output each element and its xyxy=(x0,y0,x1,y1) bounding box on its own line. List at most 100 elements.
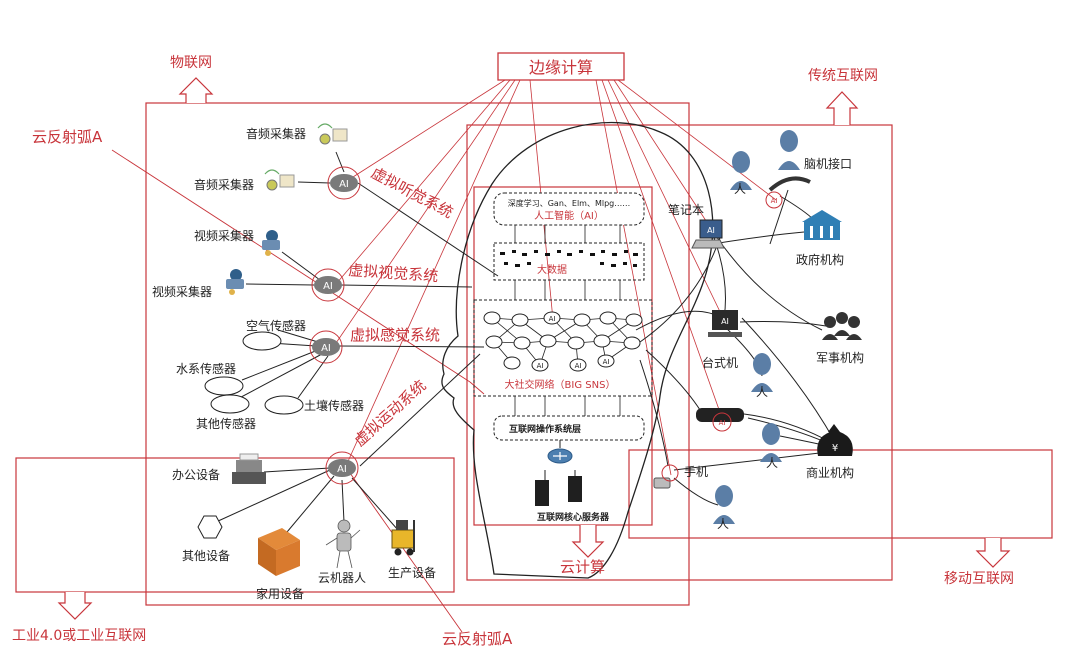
svg-text:AI: AI xyxy=(707,226,715,235)
person-icon xyxy=(778,130,800,170)
hub-ring xyxy=(309,330,343,364)
air-sensor-label: 空气传感器 xyxy=(246,318,306,333)
virtual-hearing-label: 虚拟听觉系统 xyxy=(368,164,456,222)
sns-to-os-links xyxy=(514,396,621,416)
virtual-vision-label: 虚拟视觉系统 xyxy=(348,261,439,285)
camera-icon xyxy=(262,230,280,256)
ai-node xyxy=(314,276,342,294)
cloud-arc-a-bottom-label: 云反射弧A xyxy=(442,630,513,648)
hollow-arrows xyxy=(57,77,1011,620)
government-building-icon xyxy=(802,210,842,240)
svg-text:AI: AI xyxy=(771,197,778,205)
svg-text:AI: AI xyxy=(575,362,582,370)
person-label: 人 xyxy=(756,385,768,399)
big-data-module: 大数据 xyxy=(493,242,645,281)
ai-to-bigdata-links xyxy=(514,225,621,243)
hub-ring xyxy=(325,451,359,485)
right-labels: 人 脑机接口 笔记本 政府机构 台式机 军事机构 人 人 商业机构 手机 人 xyxy=(668,156,864,531)
phone-icon xyxy=(653,464,679,489)
region-labels: 物联网 传统互联网 云反射弧A 云计算 移动互联网 工业4.0或工业互联网 云反… xyxy=(12,55,1014,648)
camera-icon xyxy=(226,269,244,295)
os-layer-module: 互联网操作系统层 xyxy=(493,415,645,441)
desktop-label: 台式机 xyxy=(702,355,738,370)
svg-text:AI: AI xyxy=(721,317,729,326)
big-sns-label: 大社交网络（BIG SNS） xyxy=(505,378,616,391)
svg-text:AI: AI xyxy=(719,419,726,427)
robot-icon xyxy=(325,519,361,569)
frames xyxy=(15,102,1053,606)
video-collector-1-label: 视频采集器 xyxy=(194,228,254,243)
ai-node-label: AI xyxy=(323,281,333,292)
audio-collector-2-label: 音频采集器 xyxy=(194,177,254,192)
core-server-label: 互联网核心服务器 xyxy=(537,511,610,523)
server-icon xyxy=(535,480,549,506)
person-label: 人 xyxy=(734,182,746,196)
money-bag-icon: ¥ xyxy=(817,424,853,456)
industry-frame xyxy=(15,457,455,593)
business-label: 商业机构 xyxy=(806,465,854,480)
mobile-down-arrow xyxy=(975,538,1011,568)
hub-ring xyxy=(311,268,345,302)
phone-label: 手机 xyxy=(684,465,708,479)
ai-title-text: 人工智能（AI） xyxy=(534,209,604,222)
ai-node-label: AI xyxy=(337,464,347,475)
person-label: 人 xyxy=(766,456,778,470)
water-sensor-label: 水系传感器 xyxy=(176,361,236,376)
other-device-label: 其他设备 xyxy=(182,549,230,563)
bci-label: 脑机接口 xyxy=(804,156,852,171)
iot-frame xyxy=(145,102,690,606)
sns-nodes xyxy=(483,311,643,372)
data-dots xyxy=(500,250,638,267)
ai-node-label: AI xyxy=(321,343,331,354)
hub-lines-left xyxy=(215,151,499,539)
bigdata-to-sns-links xyxy=(514,280,621,300)
laptop-label: 笔记本 xyxy=(668,202,704,217)
cloud-robot-label: 云机器人 xyxy=(318,571,366,585)
traditional-up-arrow xyxy=(825,91,859,125)
reflex-arc-lines xyxy=(111,149,485,633)
desktop-computer-icon: AI xyxy=(708,310,742,337)
laptop-icon: AI xyxy=(691,219,725,249)
cloud-arc-a-left-label: 云反射弧A xyxy=(32,128,103,146)
production-device-label: 生产设备 xyxy=(388,566,436,580)
sensor-icons xyxy=(204,123,348,415)
video-collector-2-label: 视频采集器 xyxy=(152,284,212,299)
svg-text:¥: ¥ xyxy=(832,443,838,454)
big-data-label: 大数据 xyxy=(537,263,567,276)
ai-node-label: AI xyxy=(339,179,349,190)
traditional-internet-frame xyxy=(466,124,893,581)
ai-methods-text: 深度学习、Gan、Elm、Mlpg…… xyxy=(508,198,631,208)
mobile-internet-frame xyxy=(628,449,1053,539)
edge-computing-label: 边缘计算 xyxy=(529,58,593,77)
ai-hubs-left: AI AI AI AI xyxy=(309,166,361,485)
box-icon xyxy=(258,528,300,576)
printer-icon xyxy=(232,453,266,484)
hub-ring xyxy=(327,166,361,200)
server-icon xyxy=(568,476,582,502)
core-server-group: 互联网核心服务器 xyxy=(535,440,610,523)
water-sensor-node xyxy=(204,376,244,396)
other-sensor-label: 其他传感器 xyxy=(196,416,256,431)
svg-text:AI: AI xyxy=(603,358,610,366)
air-sensor-node xyxy=(242,331,282,351)
svg-text:AI: AI xyxy=(537,362,544,370)
iot-up-arrow xyxy=(178,77,214,103)
ai-node xyxy=(312,338,340,356)
industry-label: 工业4.0或工业互联网 xyxy=(12,628,146,644)
ai-node xyxy=(328,459,356,477)
device-icons xyxy=(197,453,415,576)
sns-ai-tags: AI AI AI AI xyxy=(537,315,610,370)
office-device-label: 办公设备 xyxy=(172,467,220,482)
audio-collector-1-label: 音频采集器 xyxy=(246,126,306,141)
industry-down-arrow xyxy=(57,592,93,620)
edge-computing-box xyxy=(497,52,625,81)
home-device-label: 家用设备 xyxy=(256,586,304,601)
government-label: 政府机构 xyxy=(796,252,844,267)
person-label: 人 xyxy=(717,517,729,531)
military-group-icon xyxy=(822,312,862,340)
cloud-computing-label: 云计算 xyxy=(560,558,605,576)
forklift-icon xyxy=(391,520,415,556)
virtual-sensing-label: 虚拟感觉系统 xyxy=(350,326,440,344)
right-icons: AI AI AI AI xyxy=(653,130,862,524)
person-icon xyxy=(713,485,735,524)
